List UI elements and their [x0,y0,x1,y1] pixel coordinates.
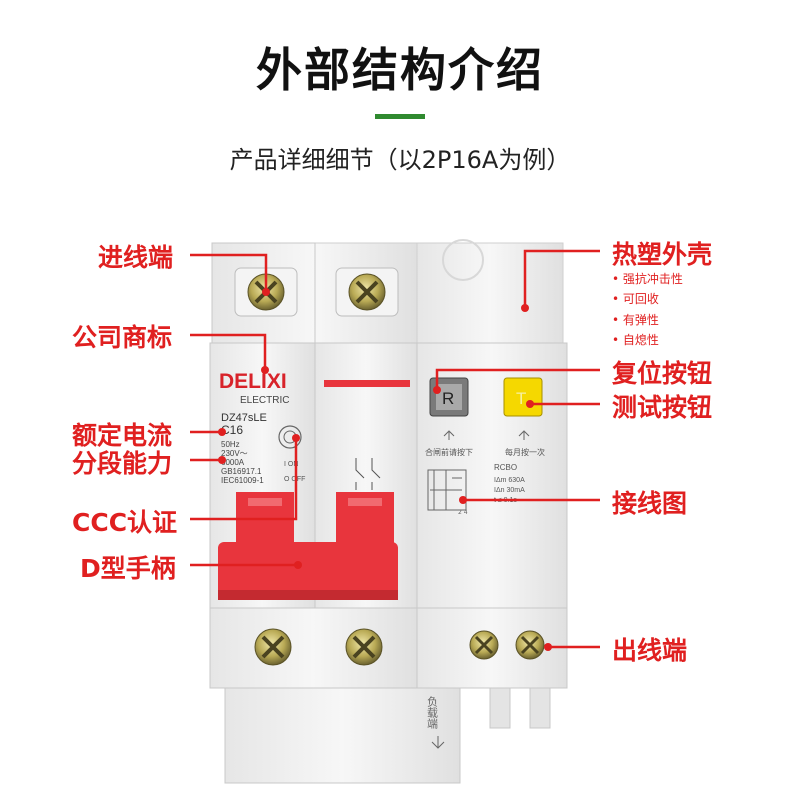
brand-logo: DELIXI [219,370,287,393]
label-reset: 复位按钮 [612,359,713,388]
svg-text:230V～: 230V～ [221,449,248,458]
svg-text:GB16917.1: GB16917.1 [221,467,262,476]
title-underline [375,114,425,119]
label-handle: D型手柄 [80,554,176,583]
label-test: 测试按钮 [612,393,713,422]
shell-feature: 有弹性 [612,311,659,328]
leader-dots [218,288,552,651]
screw-icon [469,630,499,660]
svg-text:2 4: 2 4 [458,509,468,516]
label-outlet: 出线端 [612,636,688,665]
svg-text:IΔm 630A: IΔm 630A [494,477,525,484]
label-wiring: 接线图 [612,489,688,518]
svg-text:50Hz: 50Hz [221,440,240,449]
screw-icon [348,273,386,311]
page-title: 外部结构介绍 [256,43,544,97]
svg-text:RCBO: RCBO [494,463,517,472]
svg-text:每月按一次: 每月按一次 [505,447,545,457]
wiring-diagram-icon [427,469,467,511]
svg-text:合闸前请按下: 合闸前请按下 [425,447,473,457]
svg-text:IΔn 30mA: IΔn 30mA [494,487,525,494]
label-ccc: CCC认证 [72,508,178,537]
svg-text:DZ47sLE: DZ47sLE [221,412,267,424]
svg-text:6000A: 6000A [221,458,245,467]
bottom-terminal-block [209,607,418,689]
d-handle [218,492,398,600]
shell-feature: 可回收 [612,290,659,307]
label-logo: 公司商标 [72,323,173,352]
svg-text:C16: C16 [221,423,243,437]
leader-lines [190,249,600,649]
screw-icon [345,628,383,666]
label-shell: 热塑外壳 [612,240,713,269]
rcd-module-top [416,242,564,344]
label-rated-current: 额定电流 [72,421,173,450]
top-terminal-block [211,242,418,344]
svg-text:ELECTRIC: ELECTRIC [240,395,289,406]
svg-text:负载端: 负载端 [426,695,439,730]
page-subtitle: 产品详细细节（以2P16A为例） [229,146,571,174]
shell-feature: 自熄性 [612,331,659,348]
svg-text:I ON: I ON [284,461,298,468]
svg-text:T: T [516,389,526,408]
label-breaking-capacity: 分段能力 [72,449,173,478]
screw-icon [515,630,545,660]
screw-icon [254,628,292,666]
svg-text:O OFF: O OFF [284,476,305,483]
shell-feature: 强抗冲击性 [612,270,683,287]
svg-text:R: R [442,389,454,408]
label-inlet: 进线端 [98,243,174,272]
svg-text:IEC61009-1: IEC61009-1 [221,476,264,485]
red-stripe [324,380,410,387]
